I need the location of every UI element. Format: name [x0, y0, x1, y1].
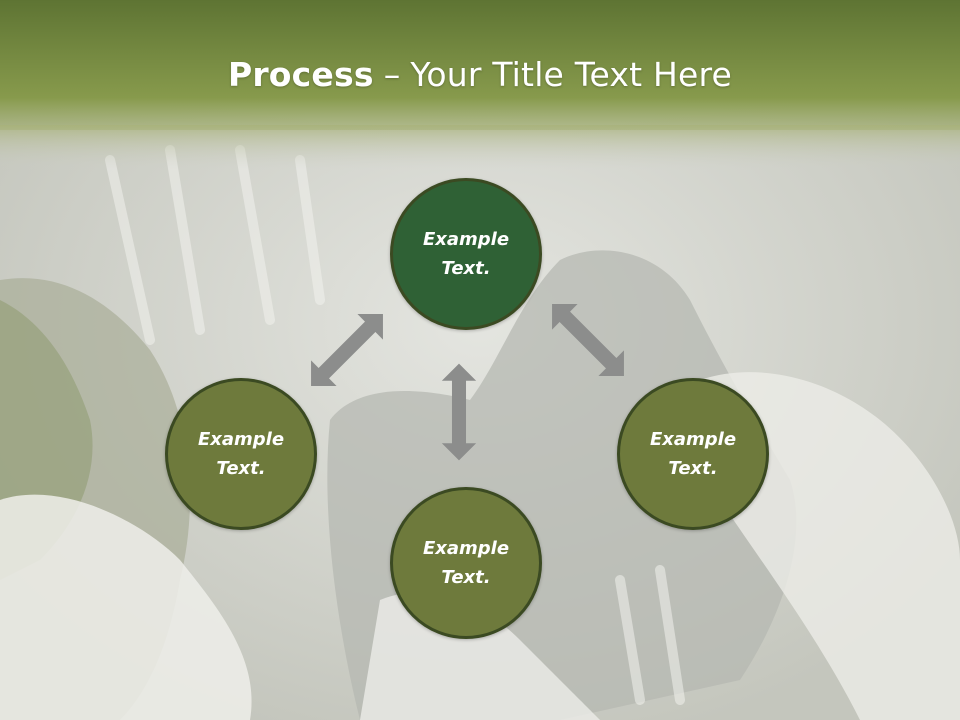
title-rest: Your Title Text Here	[410, 55, 733, 94]
process-node-right[interactable]: Example Text.	[617, 378, 769, 530]
process-node-top[interactable]: Example Text.	[390, 178, 542, 330]
title-bold: Process	[227, 55, 374, 94]
process-node-left[interactable]: Example Text.	[165, 378, 317, 530]
slide-title: Process–Your Title Text Here	[0, 52, 960, 98]
node-label-line2: Text.	[441, 567, 491, 588]
node-label-line2: Text.	[216, 458, 266, 479]
node-label-line1: Example	[649, 429, 737, 450]
title-separator: –	[383, 55, 401, 94]
node-label-line1: Example	[422, 538, 510, 559]
node-label-line2: Text.	[441, 258, 491, 279]
process-node-bottom[interactable]: Example Text.	[390, 487, 542, 639]
node-label-line1: Example	[197, 429, 285, 450]
node-label-line1: Example	[422, 229, 510, 250]
node-label-line2: Text.	[668, 458, 718, 479]
